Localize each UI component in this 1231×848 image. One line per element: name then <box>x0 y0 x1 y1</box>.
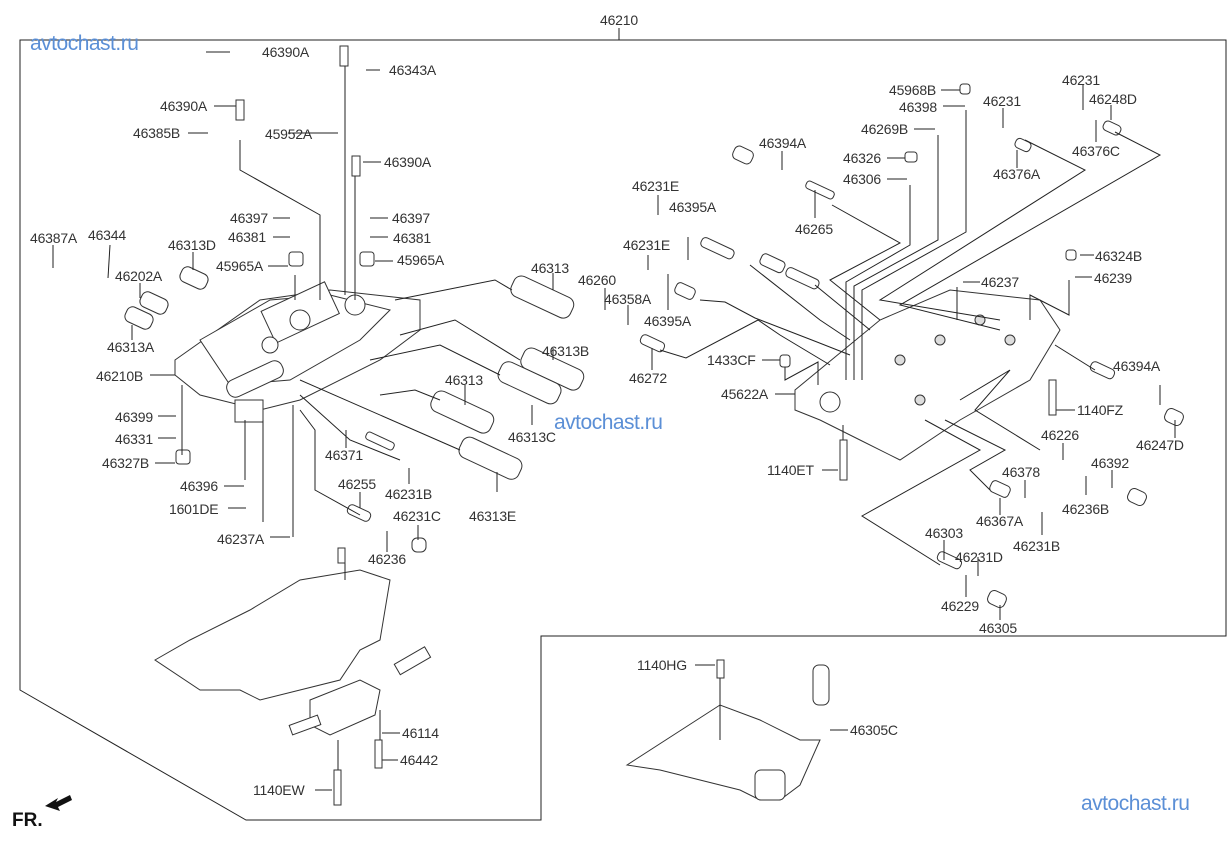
part-label[interactable]: 46305 <box>979 620 1017 636</box>
part-label[interactable]: 46305C <box>850 722 898 738</box>
part-label[interactable]: 46313B <box>542 343 590 359</box>
part-label[interactable]: 46381 <box>228 229 266 245</box>
part-label[interactable]: 45965A <box>397 252 445 268</box>
part-label[interactable]: 46313C <box>508 429 556 445</box>
part-label[interactable]: 46255 <box>338 476 376 492</box>
bracket <box>625 664 830 801</box>
part-label[interactable]: 46390A <box>384 154 432 170</box>
part-label[interactable]: 1433CF <box>707 352 756 368</box>
part-label[interactable]: 46381 <box>393 230 431 246</box>
part-label[interactable]: 46237A <box>217 531 265 547</box>
part-label[interactable]: 46313E <box>469 508 517 524</box>
part-label[interactable]: 46210B <box>96 368 144 384</box>
watermark-center: avtochast.ru <box>554 411 663 434</box>
watermark-top-left: avtochast.ru <box>30 32 139 55</box>
part-label[interactable]: 46313D <box>168 237 216 253</box>
part-label[interactable]: 46236B <box>1062 501 1110 517</box>
upper-valve-body <box>174 281 421 423</box>
part-label[interactable]: 46226 <box>1041 427 1079 443</box>
part-label[interactable]: 46114 <box>402 725 439 741</box>
solenoids <box>124 266 585 480</box>
part-label[interactable]: 46324B <box>1095 248 1143 264</box>
part-label[interactable]: 46367A <box>976 513 1024 529</box>
part-label[interactable]: 46385B <box>133 125 181 141</box>
manual-valve <box>288 646 432 736</box>
part-label[interactable]: 45968B <box>889 82 937 98</box>
part-label[interactable]: 46326 <box>843 150 881 166</box>
separator-plate <box>154 569 391 701</box>
part-label[interactable]: 46313 <box>531 260 569 276</box>
part-label[interactable]: 46231E <box>632 178 680 194</box>
part-label[interactable]: 46398 <box>899 99 937 115</box>
part-label[interactable]: 46394A <box>1113 358 1161 374</box>
part-label[interactable]: 46378 <box>1002 464 1040 480</box>
watermark-bottom-right: avtochast.ru <box>1081 792 1190 815</box>
part-label[interactable]: 1601DE <box>169 501 219 517</box>
part-label[interactable]: 46396 <box>180 478 218 494</box>
part-label[interactable]: 45622A <box>721 386 769 402</box>
part-label[interactable]: 46399 <box>115 409 153 425</box>
part-label[interactable]: 46344 <box>88 227 126 243</box>
part-label[interactable]: 46231E <box>623 237 671 253</box>
part-label[interactable]: 46371 <box>325 447 363 463</box>
part-label[interactable]: 46260 <box>578 272 616 288</box>
part-label[interactable]: 46397 <box>230 210 268 226</box>
part-label[interactable]: 46390A <box>160 98 208 114</box>
part-label[interactable]: 46265 <box>795 221 833 237</box>
front-arrow-icon <box>45 795 72 811</box>
part-label[interactable]: 46358A <box>604 291 652 307</box>
part-label[interactable]: 1140FZ <box>1077 402 1124 418</box>
part-label[interactable]: 46343A <box>389 62 437 78</box>
part-label[interactable]: 46202A <box>115 268 163 284</box>
part-label[interactable]: 46248D <box>1089 91 1137 107</box>
part-label[interactable]: 46237 <box>981 274 1019 290</box>
part-label[interactable]: 46313A <box>107 339 155 355</box>
part-label[interactable]: 46395A <box>644 313 692 329</box>
part-label[interactable]: 46269B <box>861 121 909 137</box>
part-label[interactable]: 46231C <box>393 508 441 524</box>
part-label[interactable]: 46236 <box>368 551 406 567</box>
part-label[interactable]: 46231B <box>1013 538 1061 554</box>
part-label[interactable]: 46231B <box>385 486 433 502</box>
part-label[interactable]: 46247D <box>1136 437 1184 453</box>
part-label[interactable]: 46376A <box>993 166 1041 182</box>
part-label[interactable]: 46229 <box>941 598 979 614</box>
part-label[interactable]: 46313 <box>445 372 483 388</box>
part-label[interactable]: 46376C <box>1072 143 1120 159</box>
part-label[interactable]: 46303 <box>925 525 963 541</box>
part-label[interactable]: 46231 <box>1062 72 1100 88</box>
part-label[interactable]: 46442 <box>400 752 438 768</box>
part-label[interactable]: 46272 <box>629 370 667 386</box>
part-label[interactable]: 46306 <box>843 171 881 187</box>
part-label[interactable]: 46394A <box>759 135 807 151</box>
part-label[interactable]: 1140HG <box>637 657 687 673</box>
part-label[interactable]: 46231 <box>983 93 1021 109</box>
part-label[interactable]: 46392 <box>1091 455 1129 471</box>
part-label[interactable]: 46327B <box>102 455 150 471</box>
part-label[interactable]: 1140ET <box>767 462 814 478</box>
assembly-boundary <box>19 28 1227 821</box>
small-parts <box>175 83 1184 609</box>
bolts <box>235 45 1057 806</box>
part-label[interactable]: 46397 <box>392 210 430 226</box>
part-label[interactable]: 46395A <box>669 199 717 215</box>
front-marker: FR. <box>12 810 43 831</box>
part-label[interactable]: 46239 <box>1094 270 1132 286</box>
part-label[interactable]: 46390A <box>262 44 310 60</box>
part-label[interactable]: 1140EW <box>253 782 305 798</box>
part-label[interactable]: 46387A <box>30 230 78 246</box>
assembly-part-number[interactable]: 46210 <box>600 12 638 28</box>
leader-lines <box>52 51 1176 800</box>
lower-valve-body <box>794 289 1061 461</box>
part-label[interactable]: 46331 <box>115 431 153 447</box>
part-label[interactable]: 45952A <box>265 126 313 142</box>
part-label[interactable]: 46231D <box>955 549 1003 565</box>
part-label[interactable]: 45965A <box>216 258 264 274</box>
